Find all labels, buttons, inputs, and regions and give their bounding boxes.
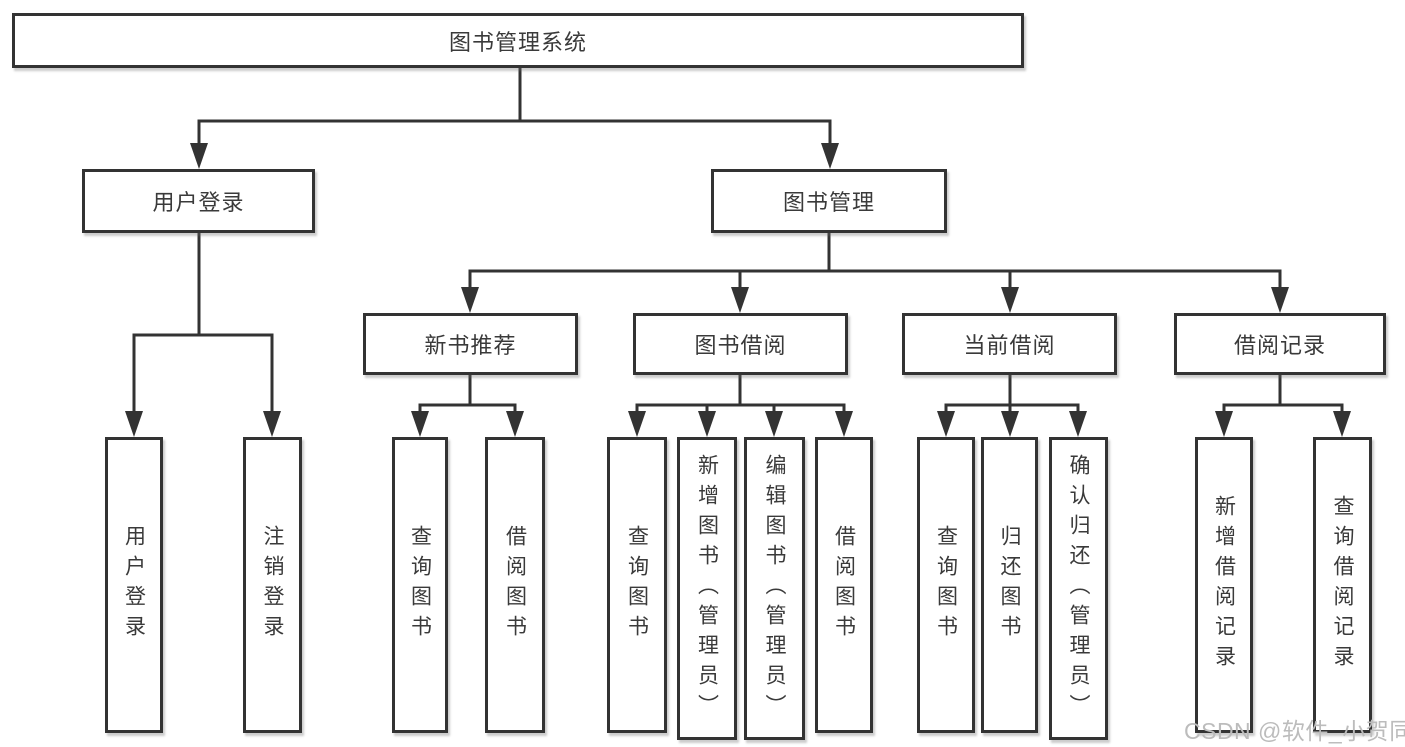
- node-bb-add-book-label: 新增图书（管理员）: [695, 453, 719, 724]
- edge-borrow-record-children: [1222, 375, 1344, 414]
- arrowhead: [765, 411, 783, 437]
- node-bb-query-book: 查询图书: [607, 437, 667, 733]
- arrowhead: [1215, 411, 1233, 437]
- arrowhead: [821, 143, 839, 169]
- arrowhead: [937, 411, 955, 437]
- node-borrow-record: 借阅记录: [1174, 313, 1386, 375]
- node-book-borrow: 图书借阅: [633, 313, 848, 375]
- node-cb-query-book-label: 查询图书: [934, 525, 958, 645]
- node-leaf-user-login-label: 用户登录: [122, 525, 146, 645]
- edge-book-mgmt-children: [468, 233, 1282, 295]
- node-br-query-record-label: 查询借阅记录: [1331, 495, 1354, 675]
- node-leaf-user-login: 用户登录: [105, 437, 163, 733]
- arrowhead: [731, 287, 749, 313]
- node-book-mgmt: 图书管理: [711, 169, 947, 233]
- node-rec-query-book-label: 查询图书: [408, 525, 432, 645]
- arrowhead: [461, 287, 479, 313]
- node-new-book-rec: 新书推荐: [363, 313, 578, 375]
- edge-new-book-rec-children: [418, 375, 517, 414]
- node-cb-confirm-return: 确认归还（管理员）: [1049, 437, 1108, 740]
- csdn-watermark: CSDN @软件_小贺同学: [1184, 718, 1405, 744]
- arrowhead: [1001, 411, 1019, 437]
- node-br-add-record-label: 新增借阅记录: [1212, 495, 1236, 675]
- node-current-borrow-label: 当前借阅: [963, 333, 1056, 358]
- node-new-book-rec-label: 新书推荐: [424, 333, 517, 358]
- node-bb-query-book-label: 查询图书: [625, 525, 649, 645]
- node-bb-edit-book-label: 编辑图书（管理员）: [763, 453, 786, 724]
- node-br-query-record: 查询借阅记录: [1313, 437, 1372, 733]
- node-cb-confirm-return-label: 确认归还（管理员）: [1067, 453, 1090, 724]
- node-br-add-record: 新增借阅记录: [1195, 437, 1253, 733]
- node-cb-return-book-label: 归还图书: [998, 525, 1021, 645]
- arrowhead: [1333, 411, 1351, 437]
- node-bb-borrow-book: 借阅图书: [815, 437, 873, 733]
- node-current-borrow: 当前借阅: [902, 313, 1117, 375]
- node-user-login: 用户登录: [82, 169, 315, 233]
- node-cb-return-book: 归还图书: [981, 437, 1038, 733]
- arrowhead: [628, 411, 646, 437]
- node-leaf-logout-label: 注销登录: [261, 525, 284, 645]
- arrowhead: [1069, 411, 1087, 437]
- arrowhead: [1001, 287, 1019, 313]
- node-book-mgmt-label: 图书管理: [782, 190, 875, 215]
- node-rec-query-book: 查询图书: [392, 437, 448, 733]
- node-root: 图书管理系统: [12, 13, 1024, 68]
- edge-root-to-level2: [197, 68, 832, 148]
- node-bb-edit-book: 编辑图书（管理员）: [744, 437, 805, 740]
- arrowhead: [190, 143, 208, 169]
- arrowhead: [263, 411, 281, 437]
- arrowhead: [411, 411, 429, 437]
- node-leaf-logout: 注销登录: [243, 437, 302, 733]
- node-book-borrow-label: 图书借阅: [694, 333, 787, 358]
- arrowhead: [835, 411, 853, 437]
- arrowhead: [125, 411, 143, 437]
- edge-current-borrow-children: [944, 375, 1080, 414]
- edge-user-login-children: [132, 233, 274, 414]
- node-borrow-record-label: 借阅记录: [1233, 333, 1326, 358]
- node-bb-add-book: 新增图书（管理员）: [677, 437, 737, 740]
- node-bb-borrow-book-label: 借阅图书: [832, 525, 856, 645]
- edge-book-borrow-children: [635, 375, 846, 414]
- node-rec-borrow-book: 借阅图书: [485, 437, 545, 733]
- arrowhead: [698, 411, 716, 437]
- arrowhead: [1271, 287, 1289, 313]
- node-user-login-label: 用户登录: [152, 190, 245, 215]
- node-root-label: 图书管理系统: [448, 29, 587, 55]
- arrowhead: [506, 411, 524, 437]
- node-rec-borrow-book-label: 借阅图书: [503, 525, 527, 645]
- node-cb-query-book: 查询图书: [917, 437, 975, 733]
